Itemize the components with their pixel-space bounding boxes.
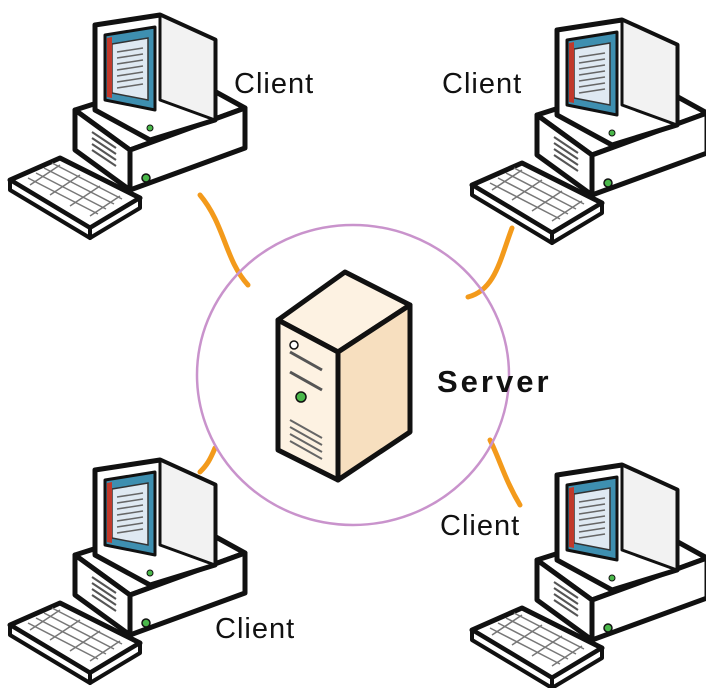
cable-top-right xyxy=(465,225,515,300)
cable-bottom-left xyxy=(197,445,218,475)
desktop-computer-icon xyxy=(472,465,706,688)
client-label: Client xyxy=(215,613,296,645)
server-tower-icon xyxy=(275,269,413,483)
client-label: Client xyxy=(440,510,521,542)
client-label: Client xyxy=(234,68,315,100)
desktop-computer-icon xyxy=(10,460,245,683)
desktop-computer-icon xyxy=(472,20,706,243)
server-ring xyxy=(195,223,511,527)
server-label: Server xyxy=(437,364,552,399)
cable-bottom-right xyxy=(487,437,523,508)
client-label: Client xyxy=(442,68,523,100)
cable-top-left xyxy=(197,192,251,288)
